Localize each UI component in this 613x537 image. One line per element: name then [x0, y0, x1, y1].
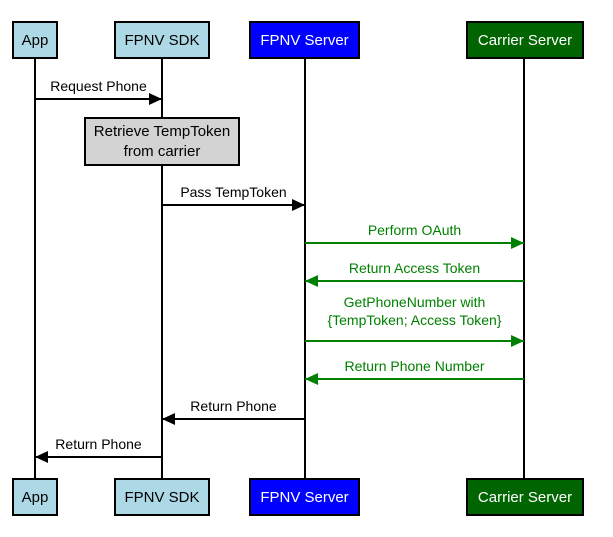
lifeline-fpnv-server	[304, 58, 306, 478]
actor-fpnv-sdk-top: FPNV SDK	[114, 21, 210, 59]
actor-carrier-server-label: Carrier Server	[477, 31, 573, 49]
lifeline-fpnv-sdk	[161, 58, 163, 478]
actor-carrier-server-label: Carrier Server	[477, 488, 573, 506]
arrowhead-left	[305, 373, 318, 385]
actor-fpnv-server-label: FPNV Server	[260, 31, 349, 49]
message-pass-temptoken-label: Pass TempToken	[180, 184, 287, 200]
arrowhead-left	[35, 451, 48, 463]
message-return-access-token: Return Access Token	[305, 260, 524, 287]
actor-carrier-server-bottom: Carrier Server	[466, 478, 584, 516]
message-return-phone-number: Return Phone Number	[305, 358, 524, 385]
message-getphonenumber-line-2: {TempToken; Access Token}	[327, 312, 502, 328]
message-return-phone-to-app-label: Return Phone	[55, 436, 142, 452]
message-request-phone-label: Request Phone	[50, 78, 147, 94]
actor-fpnv-server-label: FPNV Server	[260, 488, 349, 506]
lifeline-app	[34, 58, 36, 478]
message-request-phone: Request Phone	[35, 78, 162, 105]
note-line-1: Retrieve TempToken	[93, 122, 231, 140]
message-return-access-token-label: Return Access Token	[348, 260, 481, 276]
arrowhead-right	[149, 93, 162, 105]
actor-fpnv-sdk-label: FPNV SDK	[124, 488, 200, 506]
lifeline-carrier-server	[523, 58, 525, 478]
actor-app-top: App	[12, 21, 58, 59]
actor-app-label: App	[21, 488, 49, 506]
arrowhead-left	[162, 413, 175, 425]
actor-app-label: App	[21, 31, 49, 49]
message-getphonenumber: GetPhoneNumber with {TempToken; Access T…	[305, 294, 524, 347]
message-perform-oauth-label: Perform OAuth	[367, 222, 462, 238]
message-return-phone-to-sdk-label: Return Phone	[190, 398, 277, 414]
message-getphonenumber-label: GetPhoneNumber with {TempToken; Access T…	[305, 293, 524, 329]
arrowhead-right	[511, 237, 524, 249]
actor-app-bottom: App	[12, 478, 58, 516]
actor-fpnv-server-bottom: FPNV Server	[249, 478, 360, 516]
actor-fpnv-server-top: FPNV Server	[249, 21, 360, 59]
message-pass-temptoken: Pass TempToken	[162, 184, 305, 211]
arrowhead-left	[305, 275, 318, 287]
arrowhead-right	[511, 335, 524, 347]
message-perform-oauth: Perform OAuth	[305, 222, 524, 249]
actor-fpnv-sdk-label: FPNV SDK	[124, 31, 200, 49]
actor-fpnv-sdk-bottom: FPNV SDK	[114, 478, 210, 516]
note-line-2: from carrier	[123, 142, 201, 160]
note-retrieve-temptoken: Retrieve TempToken from carrier	[84, 117, 240, 166]
message-return-phone-to-sdk: Return Phone	[162, 398, 305, 425]
message-return-phone-number-label: Return Phone Number	[344, 358, 485, 374]
actor-carrier-server-top: Carrier Server	[466, 21, 584, 59]
message-getphonenumber-line-1: GetPhoneNumber with	[343, 294, 486, 310]
message-return-phone-to-app: Return Phone	[35, 436, 162, 463]
arrowhead-right	[292, 199, 305, 211]
